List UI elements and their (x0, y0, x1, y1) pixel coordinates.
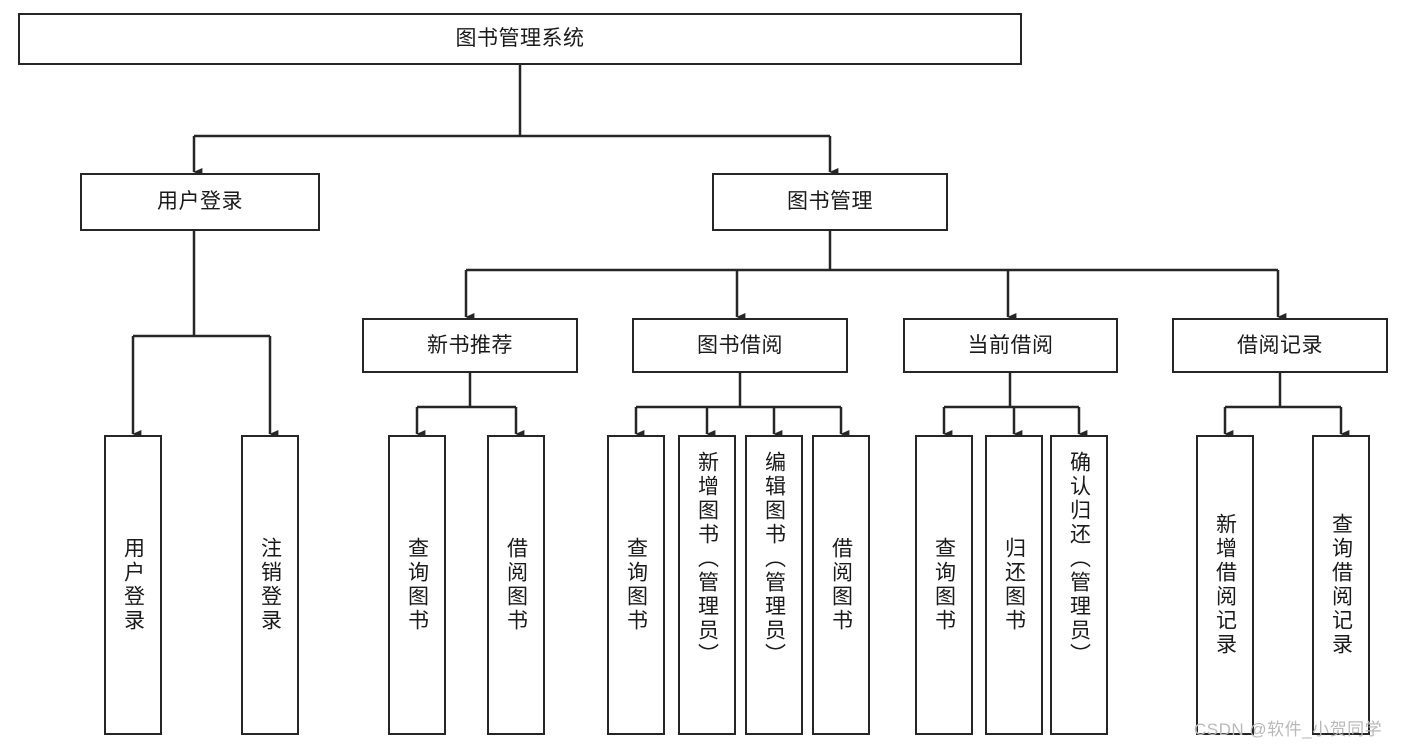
leaf-query-book-new[interactable]: 查询图书 (388, 435, 446, 735)
node-book-borrow[interactable]: 图书借阅 (632, 318, 848, 373)
node-book-borrow-label: 图书借阅 (697, 333, 783, 357)
leaf-user-login-label: 用户登录 (121, 537, 145, 633)
leaf-confirm-return-admin[interactable]: 确认归还（管理员） (1050, 435, 1108, 735)
node-current-borrow[interactable]: 当前借阅 (903, 318, 1118, 373)
leaf-query-book-borrow[interactable]: 查询图书 (607, 435, 665, 735)
leaf-borrow-book-new[interactable]: 借阅图书 (487, 435, 545, 735)
leaf-logout[interactable]: 注销登录 (241, 435, 299, 735)
node-book-management[interactable]: 图书管理 (712, 173, 948, 231)
leaf-add-borrow-record[interactable]: 新增借阅记录 (1196, 435, 1254, 735)
node-root-label: 图书管理系统 (455, 27, 585, 51)
leaf-user-login[interactable]: 用户登录 (104, 435, 162, 735)
leaf-logout-label: 注销登录 (258, 537, 282, 633)
node-user-login[interactable]: 用户登录 (80, 173, 320, 231)
leaf-query-book-current[interactable]: 查询图书 (915, 435, 973, 735)
leaf-confirm-return-admin-label: 确认归还（管理员） (1067, 451, 1091, 667)
leaf-return-book[interactable]: 归还图书 (985, 435, 1043, 735)
leaf-add-book-admin[interactable]: 新增图书（管理员） (678, 435, 736, 735)
node-book-management-label: 图书管理 (787, 190, 873, 214)
node-user-login-label: 用户登录 (157, 190, 243, 214)
leaf-add-borrow-record-label: 新增借阅记录 (1213, 513, 1237, 657)
connector-lines (131, 65, 1350, 438)
leaf-borrow-book-new-label: 借阅图书 (504, 537, 528, 633)
leaf-add-book-admin-label: 新增图书（管理员） (695, 451, 719, 667)
leaf-query-book-new-label: 查询图书 (405, 537, 429, 633)
leaf-borrow-book-borrow-label: 借阅图书 (829, 537, 853, 633)
leaf-query-borrow-record-label: 查询借阅记录 (1329, 513, 1353, 657)
node-borrow-record-label: 借阅记录 (1237, 333, 1323, 357)
leaf-borrow-book-borrow[interactable]: 借阅图书 (812, 435, 870, 735)
node-new-book-recommend-label: 新书推荐 (427, 333, 513, 357)
leaf-query-book-current-label: 查询图书 (932, 537, 956, 633)
node-root[interactable]: 图书管理系统 (18, 13, 1022, 65)
node-new-book-recommend[interactable]: 新书推荐 (362, 318, 578, 373)
leaf-query-borrow-record[interactable]: 查询借阅记录 (1312, 435, 1370, 735)
leaf-edit-book-admin-label: 编辑图书（管理员） (762, 451, 786, 667)
leaf-query-book-borrow-label: 查询图书 (624, 537, 648, 633)
node-current-borrow-label: 当前借阅 (967, 333, 1054, 357)
leaf-edit-book-admin[interactable]: 编辑图书（管理员） (745, 435, 803, 735)
node-borrow-record[interactable]: 借阅记录 (1172, 318, 1388, 373)
leaf-return-book-label: 归还图书 (1002, 537, 1026, 633)
